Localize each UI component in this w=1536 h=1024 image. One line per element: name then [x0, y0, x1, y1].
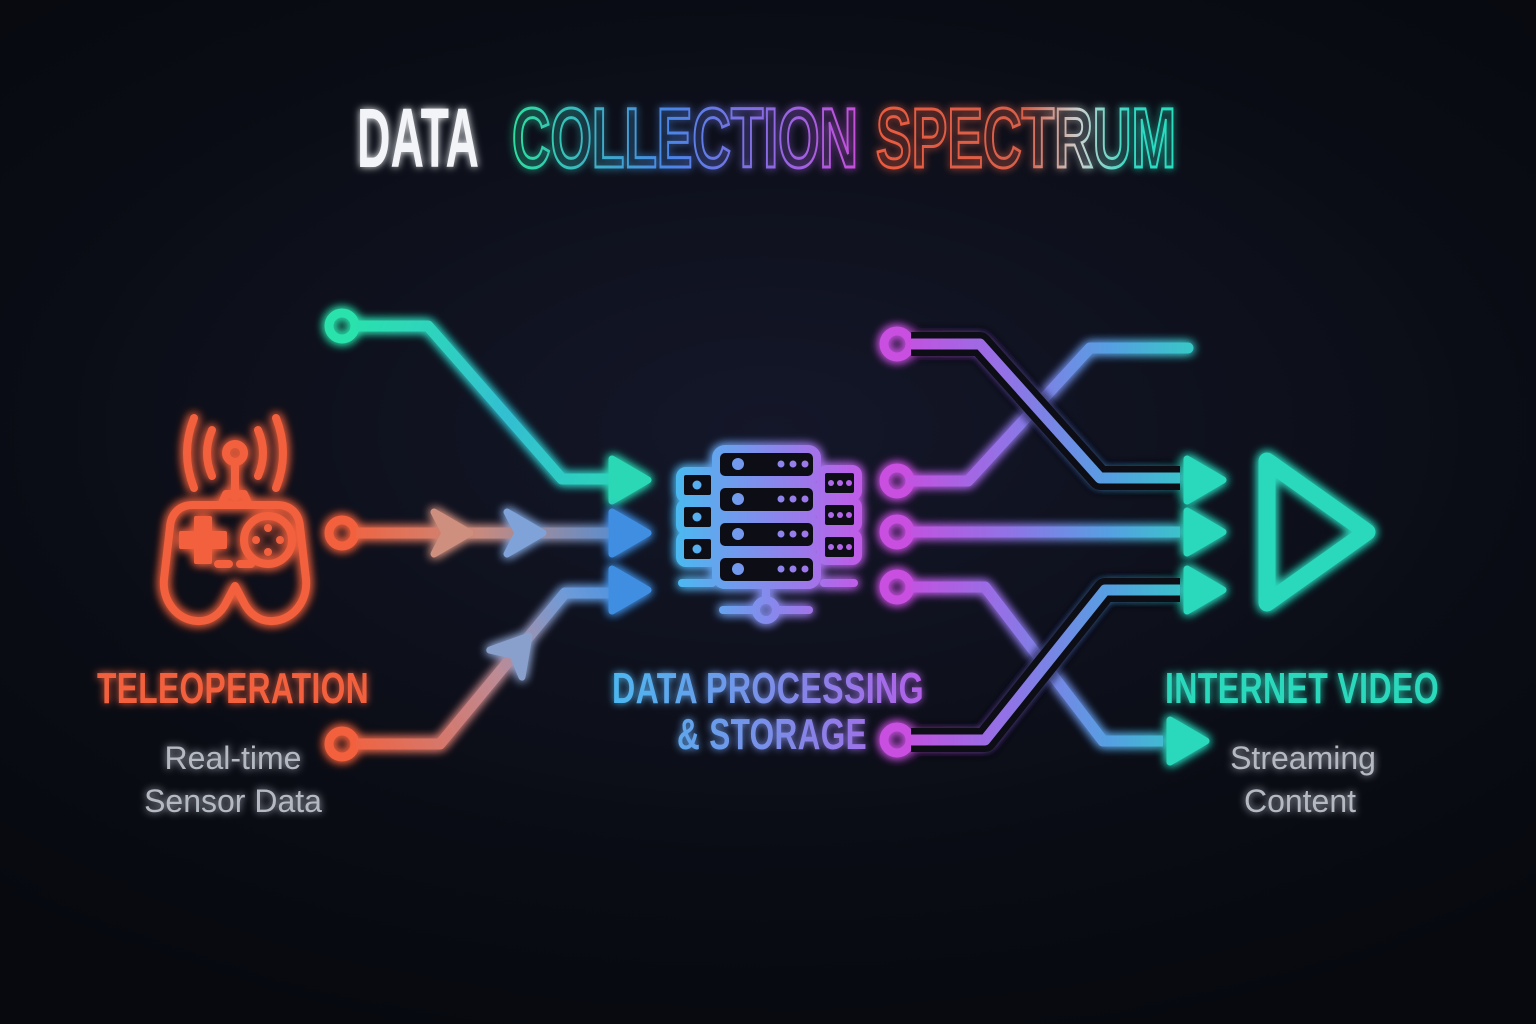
teleoperation-sub-line1: Real-time	[165, 740, 302, 776]
teleoperation-heading: TELEOPERATION	[97, 664, 369, 713]
processing-heading-line2: & STORAGE	[677, 710, 867, 759]
radio-waves-icon	[183, 414, 287, 492]
arrowhead-icon	[608, 455, 652, 505]
mid-arrowhead-icon	[430, 508, 474, 558]
arrowhead-icon	[608, 508, 652, 558]
flow-right-straight	[879, 507, 1227, 557]
server-tower-right	[817, 465, 862, 587]
arrowhead-icon	[1183, 565, 1227, 615]
start-node-circle	[879, 722, 915, 758]
title-word-collection: COLLECTION	[512, 91, 858, 185]
mid-arrowhead-icon	[503, 508, 547, 558]
button-pad-icon	[240, 512, 296, 568]
flow-path	[911, 338, 1180, 484]
internet-video-heading: INTERNET VIDEO	[1165, 664, 1439, 713]
title-word-spectrum: SPECTRUM	[876, 91, 1176, 185]
flow-left-top	[324, 308, 652, 505]
arrowhead-icon	[1183, 455, 1227, 505]
flow-path	[911, 584, 1180, 746]
flow-path	[356, 320, 612, 485]
start-node-circle	[324, 726, 360, 762]
arrowhead-icon	[1183, 507, 1227, 557]
internet-video-sub-line1: Streaming	[1230, 740, 1376, 776]
title-word-data: DATA	[357, 91, 479, 185]
start-node-circle	[879, 514, 915, 550]
start-node-circle	[879, 569, 915, 605]
teleoperation-sub-line2: Sensor Data	[144, 783, 322, 819]
mid-arrowhead-icon	[486, 632, 533, 681]
game-controller-icon	[159, 414, 311, 626]
network-node	[719, 581, 813, 624]
flow-path	[356, 587, 612, 750]
antenna-icon	[217, 440, 253, 509]
start-node-circle	[324, 515, 360, 551]
play-triangle	[1258, 452, 1376, 612]
flow-left-middle	[324, 508, 652, 558]
controller-body	[159, 501, 311, 626]
server-rack-icon	[676, 445, 862, 624]
dpad-icon	[179, 516, 227, 564]
processing-heading-line1: DATA PROCESSING	[612, 664, 924, 713]
flow-right-cross-up-lower	[879, 565, 1227, 758]
internet-video-sub-line2: Content	[1244, 783, 1356, 819]
flow-right-cross-down-upper	[879, 326, 1227, 505]
server-tower-main	[712, 445, 821, 589]
arrowhead-icon	[1166, 716, 1210, 766]
arrowhead-icon	[608, 565, 652, 615]
labels: TELEOPERATION Real-time Sensor Data DATA…	[97, 664, 1439, 819]
flow-left-bottom	[324, 565, 652, 762]
start-node-circle	[879, 326, 915, 362]
start-node-circle	[324, 308, 360, 344]
led-dots	[777, 460, 809, 573]
play-button-icon	[1258, 452, 1376, 612]
server-tower-left	[676, 467, 719, 587]
page-title: DATA COLLECTION SPECTRUM	[357, 90, 1178, 187]
